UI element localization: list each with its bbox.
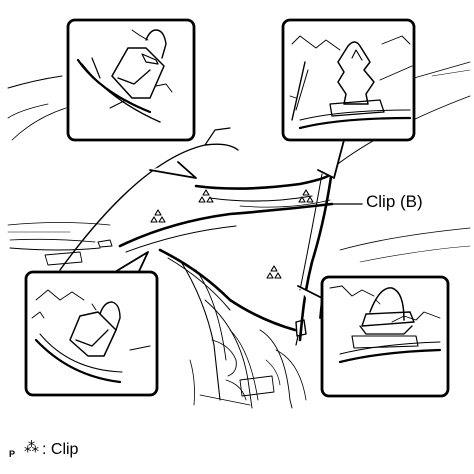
- detail-box-bottom-right: [320, 275, 450, 398]
- clip-marker-1: [198, 189, 214, 203]
- detail-box-bottom-left: [24, 270, 159, 397]
- clip-marker-3: [150, 209, 166, 223]
- legend-prefix: P: [9, 449, 16, 459]
- clip-symbol-icon: ⁂: [24, 439, 39, 456]
- legend-text: : Clip: [42, 441, 79, 458]
- clip-marker-4: [266, 265, 282, 279]
- clip-b-label: Clip (B): [366, 192, 423, 211]
- clip-markers: [150, 189, 314, 279]
- detail-box-top-right: [281, 18, 416, 142]
- vehicle-interior-outline: [7, 61, 471, 409]
- clip-marker-2: [298, 189, 314, 203]
- detail-box-top-left: [66, 18, 196, 142]
